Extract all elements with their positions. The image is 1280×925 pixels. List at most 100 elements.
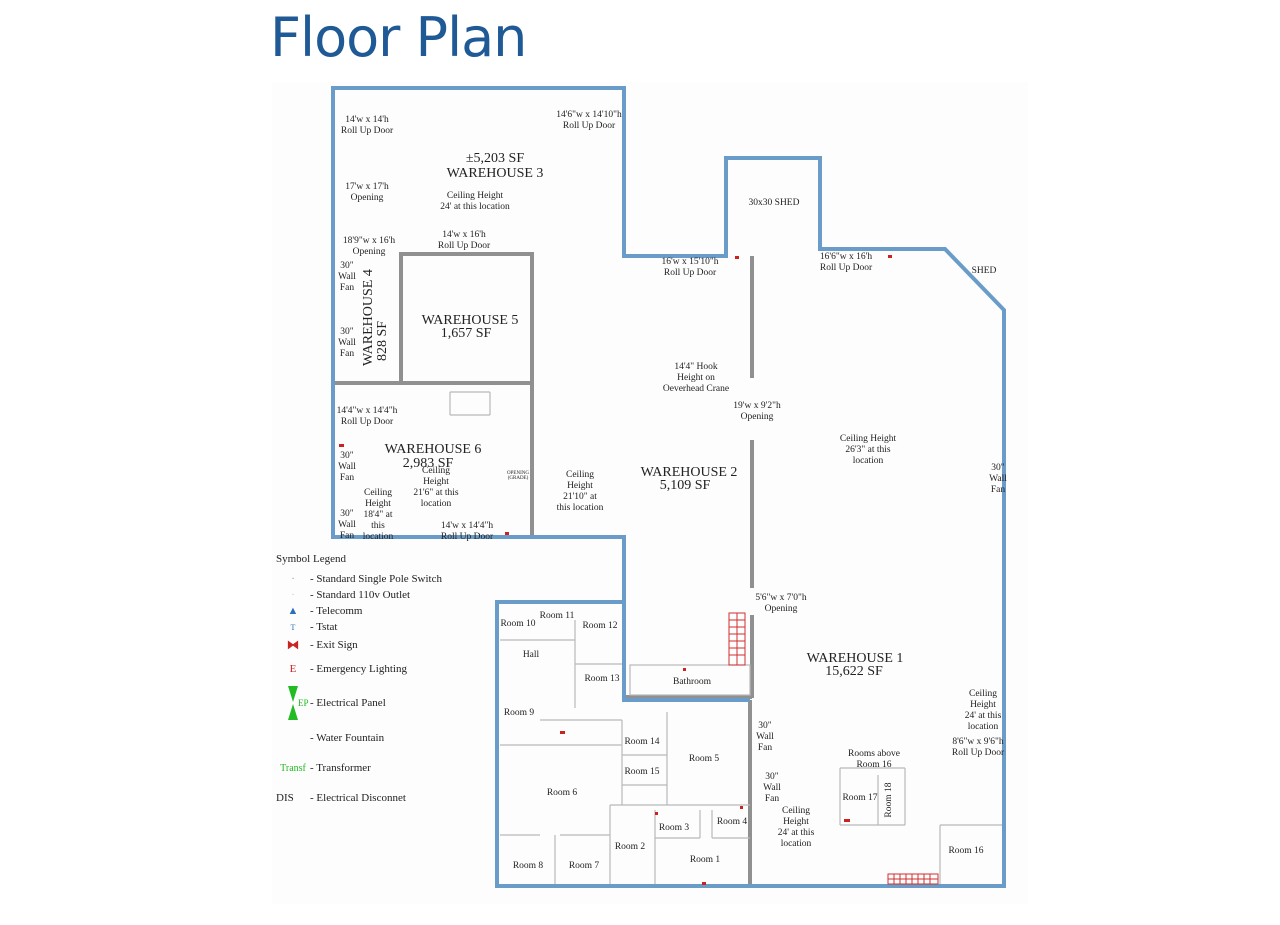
warehouse-3-name: WAREHOUSE 3	[447, 166, 544, 181]
electrical-panel-shape	[288, 686, 298, 720]
room-label: Room 2	[615, 842, 646, 852]
exit-sign-icon: ⧓	[286, 637, 300, 652]
room-label: Room 16	[948, 846, 983, 856]
room-label: Room 9	[504, 708, 535, 718]
room-label: Hall	[523, 650, 540, 660]
outlet-icon: ·	[291, 589, 295, 601]
warehouse-6-name: WAREHOUSE 6	[385, 442, 482, 457]
page-title: Floor Plan	[270, 6, 527, 69]
warehouse-4-area: 828 SF	[375, 321, 390, 361]
legend-item: EP - Electrical Panel	[276, 683, 476, 723]
room-label: Room 7	[569, 861, 600, 871]
warehouse-2-area: 5,109 SF	[660, 478, 711, 493]
legend-label: - Standard Single Pole Switch	[310, 573, 442, 585]
symbol-legend: Symbol Legend · - Standard Single Pole S…	[276, 553, 476, 813]
room-label: Room 6	[547, 788, 578, 798]
telecomm-icon: ▲	[287, 605, 299, 617]
legend-item: · - Standard 110v Outlet	[276, 587, 476, 603]
room-label: Room 14	[624, 737, 659, 747]
exit-sign-icon	[339, 255, 892, 885]
room-label: Room 8	[513, 861, 544, 871]
legend-item: T - Tstat	[276, 619, 476, 635]
legend-label: - Exit Sign	[310, 639, 358, 651]
legend-label: - Standard 110v Outlet	[310, 589, 411, 601]
transformer-icon: Transf	[280, 762, 306, 774]
warehouse-4-name: WAREHOUSE 4	[361, 269, 376, 366]
emergency-light-icon: E	[289, 663, 297, 675]
room-label: Room 3	[659, 823, 690, 833]
room-label: Room 10	[500, 619, 535, 629]
legend-item: ▲ - Telecomm	[276, 603, 476, 619]
interior-walls	[333, 252, 754, 886]
warehouse-1-name: WAREHOUSE 1	[807, 651, 904, 666]
room-label: Room 4	[717, 817, 748, 827]
shed-label: SHED	[972, 266, 997, 276]
shed-30-label: 30x30 SHED	[749, 198, 800, 208]
warehouse-6-area: 2,983 SF	[403, 456, 454, 471]
warehouse-2-name: WAREHOUSE 2	[641, 465, 738, 480]
opening-grade-label: OPENING(GRADE)	[507, 471, 529, 481]
legend-label: - Water Fountain	[310, 732, 385, 744]
disconnect-icon: DIS	[276, 792, 294, 804]
warehouse-5-area: 1,657 SF	[441, 326, 492, 341]
legend-title: Symbol Legend	[276, 553, 346, 565]
warehouse-5-name: WAREHOUSE 5	[422, 313, 519, 328]
switch-icon: ·	[291, 573, 295, 585]
legend-label: - Transformer	[310, 762, 371, 774]
legend-item: - Water Fountain	[276, 723, 476, 753]
room-label: Room 17	[842, 793, 877, 803]
building-outline	[331, 86, 1006, 888]
warehouse-3-area: ±5,203 SF	[466, 151, 524, 166]
room-label: Room 12	[582, 621, 617, 631]
warehouse-1-area: 15,622 SF	[825, 664, 883, 679]
legend-label: - Emergency Lighting	[310, 663, 407, 675]
room-label: Room 5	[689, 754, 720, 764]
tstat-icon: T	[290, 622, 296, 632]
legend-label: - Electrical Panel	[310, 697, 386, 709]
legend-label: - Electrical Disconnet	[310, 792, 406, 804]
legend-item: DIS - Electrical Disconnet	[276, 783, 476, 813]
legend-item: ⧓ - Exit Sign	[276, 635, 476, 655]
electrical-panel-icon: EP	[276, 686, 310, 720]
legend-label: - Tstat	[310, 621, 338, 633]
room-label: Room 13	[584, 674, 619, 684]
room-label: Room 1	[690, 855, 721, 865]
room-label: Room 15	[624, 767, 659, 777]
legend-item: · - Standard Single Pole Switch	[276, 571, 476, 587]
legend-label: - Telecomm	[310, 605, 363, 617]
office-outline	[622, 602, 750, 702]
legend-item: Transf - Transformer	[276, 753, 476, 783]
room-label: Room 11	[540, 611, 575, 621]
room-label: Room 18	[884, 782, 894, 817]
staircase-icon	[887, 873, 939, 885]
legend-item: E - Emergency Lighting	[276, 655, 476, 683]
